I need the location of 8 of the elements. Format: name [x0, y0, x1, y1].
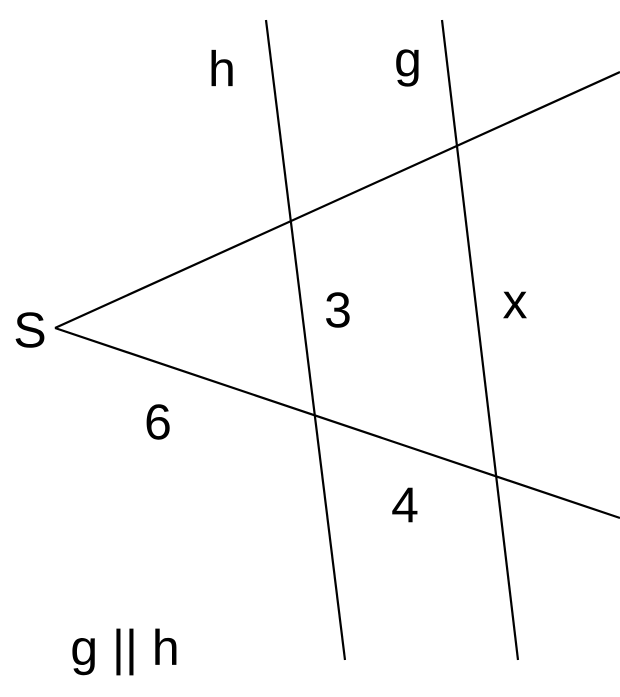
- line-label: g: [396, 49, 419, 87]
- point-label: S: [16, 312, 44, 348]
- length-label: 4: [392, 488, 418, 522]
- length-label: 6: [146, 404, 170, 440]
- line-label: h: [212, 50, 233, 86]
- length-label: x: [503, 292, 527, 318]
- parallel-note: g || h: [72, 628, 176, 676]
- length-label: 3: [326, 292, 350, 328]
